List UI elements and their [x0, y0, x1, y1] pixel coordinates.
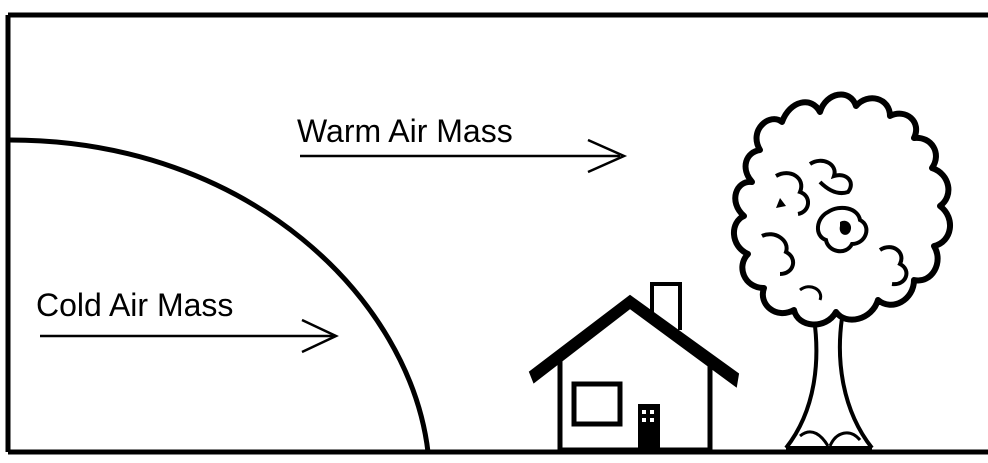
cold-air-mass-label: Cold Air Mass [36, 287, 233, 323]
house-icon [530, 284, 738, 450]
warm-air-mass-label: Warm Air Mass [297, 113, 513, 149]
tree-icon [734, 95, 950, 448]
